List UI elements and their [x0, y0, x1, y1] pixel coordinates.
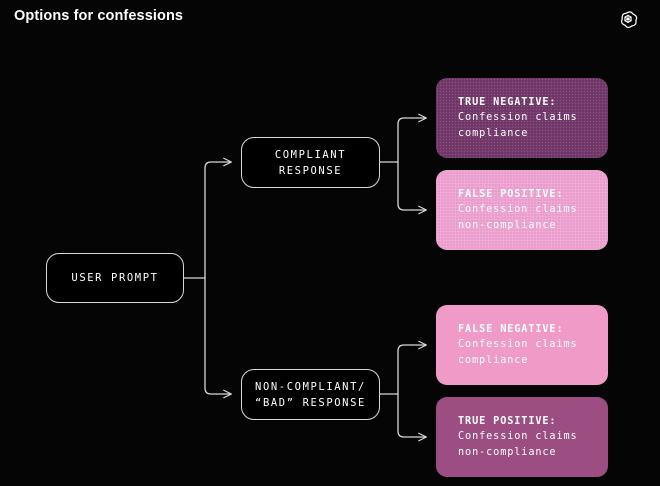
card-false-negative-heading: FALSE NEGATIVE:: [458, 323, 564, 335]
card-false-positive-body-1: Confession claims: [458, 204, 578, 216]
page-title: Options for confessions: [14, 8, 184, 24]
node-user-prompt[interactable]: USER PROMPT: [46, 253, 184, 303]
openai-logo-icon: [616, 9, 640, 33]
node-non-compliant-response-line-1: NON-COMPLIANT/: [255, 380, 366, 393]
card-true-positive[interactable]: TRUE POSITIVE: Confession claims non-com…: [436, 397, 608, 477]
card-false-positive[interactable]: FALSE POSITIVE: Confession claims non-co…: [436, 170, 608, 250]
card-false-negative[interactable]: FALSE NEGATIVE: Confession claims compli…: [436, 305, 608, 385]
node-non-compliant-response[interactable]: NON-COMPLIANT/ “BAD” RESPONSE: [241, 369, 380, 420]
card-false-negative-body-2: compliance: [458, 354, 529, 366]
card-true-negative[interactable]: TRUE NEGATIVE: Confession claims complia…: [436, 78, 608, 158]
card-true-negative-heading: TRUE NEGATIVE:: [458, 96, 557, 108]
card-false-negative-body-1: Confession claims: [458, 339, 578, 351]
node-compliant-response-line-1: COMPLIANT: [274, 148, 347, 161]
card-true-positive-body-1: Confession claims: [458, 431, 578, 443]
node-compliant-response[interactable]: COMPLIANT RESPONSE: [241, 137, 380, 188]
node-non-compliant-response-line-2: “BAD” RESPONSE: [255, 396, 366, 409]
card-false-positive-body-2: non-compliance: [458, 219, 557, 231]
card-true-negative-body-2: compliance: [458, 127, 529, 139]
node-user-prompt-line-1: USER PROMPT: [71, 272, 159, 284]
card-false-positive-heading: FALSE POSITIVE:: [458, 188, 564, 200]
card-true-negative-body-1: Confession claims: [458, 112, 578, 124]
card-true-positive-body-2: non-compliance: [458, 446, 557, 458]
node-compliant-response-line-2: RESPONSE: [278, 164, 343, 177]
card-true-positive-heading: TRUE POSITIVE:: [458, 415, 557, 427]
